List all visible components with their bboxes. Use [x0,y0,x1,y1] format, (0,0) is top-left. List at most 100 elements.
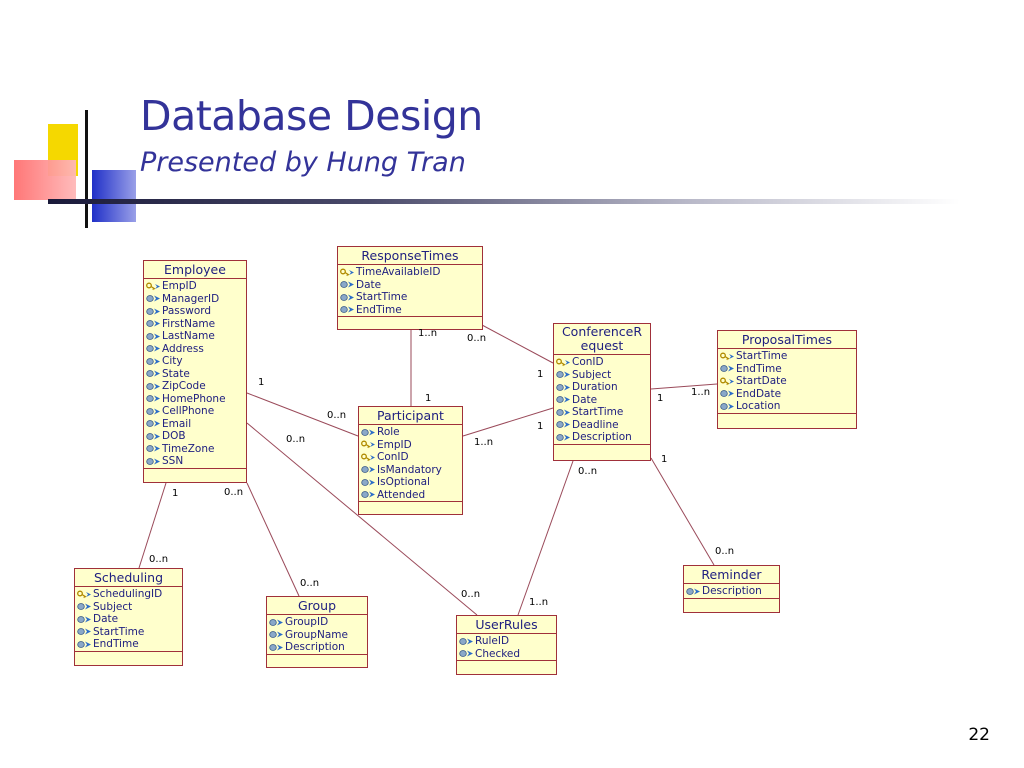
attribute-row: Duration [556,381,650,394]
attribute-name: TimeZone [162,442,215,455]
attribute-row: TimeZone [146,443,246,456]
key-icon [146,282,161,291]
entity-name: ConferenceR equest [554,324,650,355]
attribute-name: EmpID [162,280,197,292]
attribute-icon [361,490,376,499]
attribute-name: LastName [162,330,215,342]
attribute-name: StartTime [356,291,408,303]
attribute-row: TimeAvailableID [340,266,482,279]
attribute-name: ZipCode [162,380,206,392]
entity-reminder[interactable]: Reminder Description [683,565,780,613]
attribute-name: EndDate [736,387,782,400]
multiplicity-label: 1..n [529,597,549,608]
attribute-name: Subject [93,600,133,613]
attribute-icon [146,419,161,428]
multiplicity-label: 0..n [224,487,244,498]
attribute-name: Duration [572,381,618,393]
attribute-icon [146,357,161,366]
multiplicity-label: 0..n [149,554,169,565]
attribute-icon [269,643,284,652]
attribute-row: Attended [361,489,462,502]
attribute-name: StartTime [736,350,788,362]
attribute-name: DOB [162,430,186,442]
attribute-icon [146,344,161,353]
attribute-row: Subject [77,601,182,614]
attribute-name: StartDate [736,375,787,387]
attribute-row: Date [556,394,650,407]
attribute-row: Email [146,418,246,431]
attribute-name: IsOptional [377,476,430,488]
multiplicity-label: 0..n [327,410,347,421]
attribute-icon [146,432,161,441]
attribute-name: CellPhone [162,405,215,417]
attribute-row: Description [686,585,779,598]
attribute-icon [556,370,571,379]
attribute-name: RuleID [475,635,510,647]
attribute-row: EndTime [720,363,856,376]
attribute-icon [556,420,571,429]
attribute-row: Date [340,279,482,292]
attribute-row: Checked [459,648,556,661]
attribute-name: Deadline [572,418,619,431]
attribute-icon [77,615,92,624]
attribute-row: Subject [556,369,650,382]
attribute-row: StartTime [556,406,650,419]
slide-title: Database Design [140,92,483,140]
attribute-icon [720,389,735,398]
attribute-icon [556,433,571,442]
entity-name: Employee [144,261,246,279]
multiplicity-label: 0..n [578,466,598,477]
attribute-row: Role [361,426,462,439]
attribute-name: SSN [162,455,184,467]
attribute-name: StartTime [93,625,145,638]
attribute-name: Attended [377,488,426,501]
link-conferencerequest-proposaltimes [650,383,718,390]
attribute-icon [340,280,355,289]
key-icon [340,268,355,277]
corner-blue-square [92,170,136,222]
attribute-icon [361,465,376,474]
attribute-row: RuleID [459,635,556,648]
attribute-icon [340,293,355,302]
attribute-row: EmpID [361,439,462,452]
attribute-row: StartTime [720,350,856,363]
attribute-icon [146,382,161,391]
attribute-row: EndDate [720,388,856,401]
key-icon [361,440,376,449]
attribute-icon [269,618,284,627]
link-employee-group [246,482,300,597]
key-icon [720,352,735,361]
attribute-row: ManagerID [146,293,246,306]
attribute-name: Subject [572,368,612,381]
link-employee-userrules [246,422,478,616]
attribute-icon [146,407,161,416]
attribute-icon [556,383,571,392]
attribute-icon [686,587,701,596]
attribute-icon [77,602,92,611]
entity-name: Reminder [684,566,779,584]
slide-subtitle: Presented by Hung Tran [140,147,466,178]
multiplicity-label: 0..n [300,578,320,589]
multiplicity-label: 1 [537,421,544,432]
attribute-row: Deadline [556,419,650,432]
attribute-row: StartDate [720,375,856,388]
key-icon [77,590,92,599]
entity-name: ProposalTimes [718,331,856,349]
attribute-name: GroupID [285,616,329,628]
attribute-row: IsMandatory [361,464,462,477]
attribute-name: EndTime [736,362,782,375]
attribute-row: CellPhone [146,405,246,418]
attribute-name: IsMandatory [377,463,442,476]
